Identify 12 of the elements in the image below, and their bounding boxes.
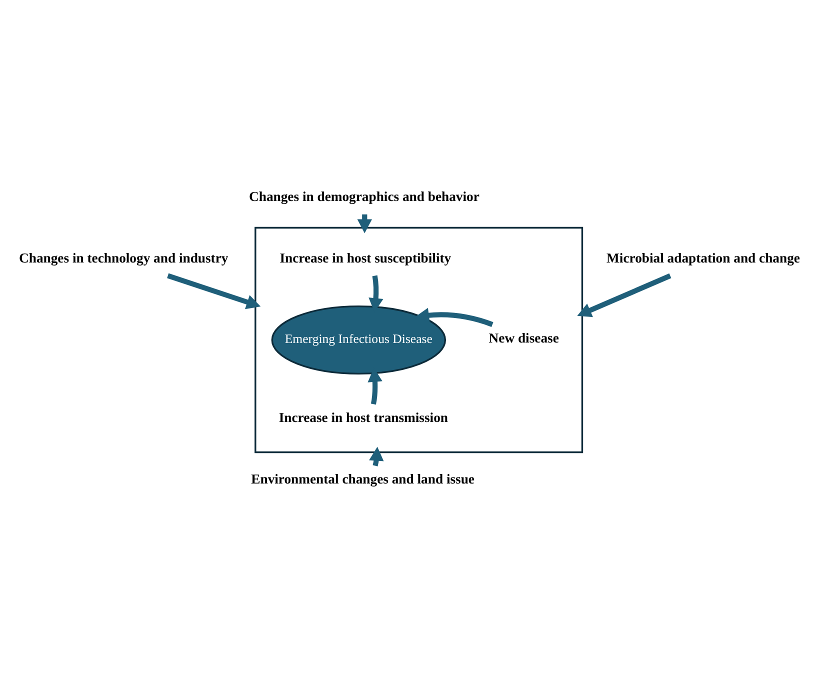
node-text: Increase in host transmission xyxy=(278,410,448,425)
node-text: Microbial adaptation and change xyxy=(606,250,800,266)
node-text: Increase in host susceptibility xyxy=(280,250,452,266)
node-ellipse: Emerging Infectious Disease xyxy=(271,304,446,374)
node-text: Environmental changes and land issue xyxy=(251,471,474,486)
arrow xyxy=(577,272,672,317)
node-text: New disease xyxy=(488,330,559,345)
arrow xyxy=(167,272,261,309)
arrow xyxy=(414,307,494,326)
node-text: Changes in technology and industry xyxy=(19,250,228,266)
cluster xyxy=(254,226,584,453)
node-text: Changes in demographics and behavior xyxy=(249,188,480,204)
